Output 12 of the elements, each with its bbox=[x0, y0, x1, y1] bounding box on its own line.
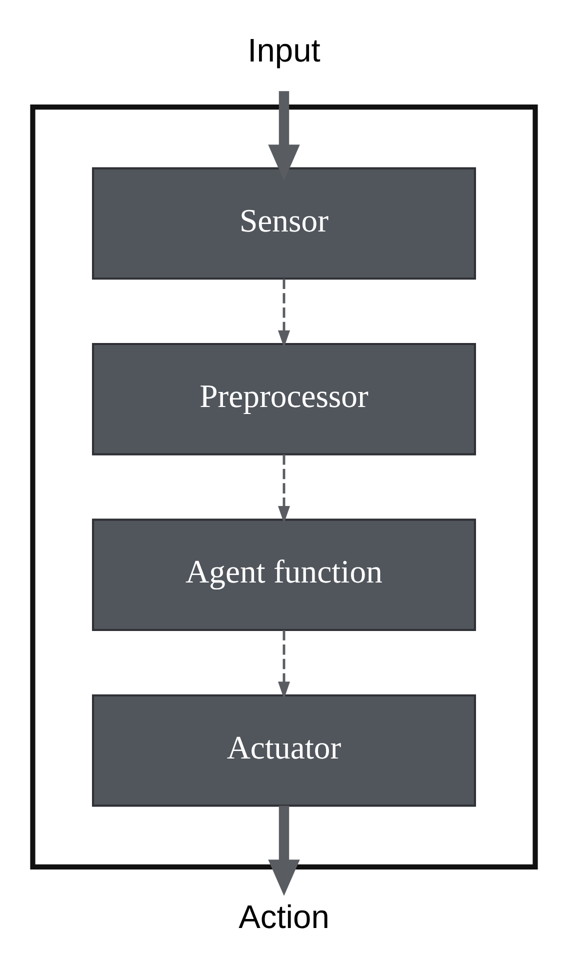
arrow bbox=[268, 90, 300, 180]
node-text: Action bbox=[238, 897, 330, 934]
node-box: Preprocessor bbox=[92, 342, 476, 455]
arrow bbox=[278, 454, 290, 523]
arrow bbox=[278, 630, 290, 698]
node-box: Sensor bbox=[92, 166, 476, 280]
cluster bbox=[30, 104, 538, 869]
node-text: Input bbox=[248, 31, 320, 68]
arrow bbox=[268, 805, 300, 896]
arrow bbox=[278, 278, 290, 348]
node-box: Agent function bbox=[92, 518, 476, 631]
node-box: Actuator bbox=[92, 694, 476, 806]
